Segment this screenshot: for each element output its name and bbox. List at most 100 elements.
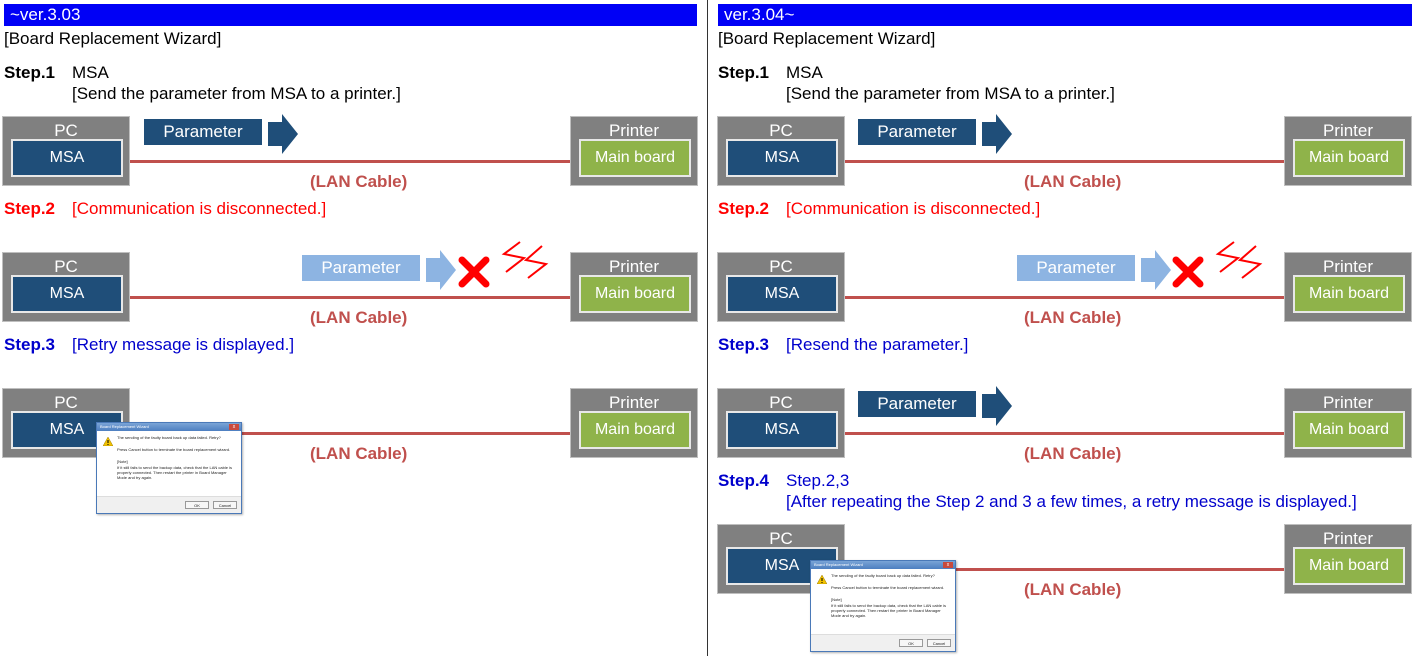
dialog-titlebar: Board Replacement Wizard x [811, 561, 955, 569]
right-row3-pc-box: PC MSA [717, 388, 845, 458]
cancel-button[interactable]: Cancel [213, 501, 237, 509]
pc-header: PC [769, 393, 793, 412]
left-row1-pc-box: PC MSA [2, 116, 130, 186]
right-row1-printer-box: Printer Main board [1284, 116, 1412, 186]
right-row2-parameter: Parameter [1017, 250, 1177, 294]
dialog-title: Board Replacement Wizard [100, 424, 149, 429]
parameter-label: Parameter [1017, 255, 1135, 281]
retry-dialog: Board Replacement Wizard x The sending o… [96, 422, 242, 514]
dialog-note-head: [Note] [831, 597, 842, 602]
right-row2-printer-box: Printer Main board [1284, 252, 1412, 322]
ok-button[interactable]: OK [185, 501, 209, 509]
right-step3-text: [Resend the parameter.] [786, 335, 969, 354]
pc-header: PC [769, 257, 793, 276]
pc-header: PC [54, 393, 78, 412]
main-board-inner: Main board [1293, 275, 1405, 313]
left-row2-cable [130, 296, 570, 299]
dialog-note-head: [Note] [117, 459, 128, 464]
dialog-title: Board Replacement Wizard [814, 562, 863, 567]
dialog-button-bar: OK Cancel [811, 634, 955, 651]
dialog-line1: The sending of the faulty board back up … [831, 573, 935, 578]
right-arrow-icon [426, 250, 456, 290]
left-wizard-title: [Board Replacement Wizard] [4, 29, 222, 48]
printer-header: Printer [1322, 121, 1374, 140]
msa-inner: MSA [11, 275, 123, 313]
parameter-label: Parameter [144, 119, 262, 145]
main-board-inner: Main board [1293, 139, 1405, 177]
right-step3: Step.3 [718, 335, 769, 355]
retry-dialog: Board Replacement Wizard x The sending o… [810, 560, 956, 652]
left-row2-pc-box: PC MSA [2, 252, 130, 322]
printer-header: Printer [608, 393, 660, 412]
left-step1-sub: [Send the parameter from MSA to a printe… [72, 84, 401, 103]
right-row4-printer-box: Printer Main board [1284, 524, 1412, 594]
lightning-icon [1215, 241, 1263, 279]
warning-icon [817, 575, 827, 584]
dialog-line2: Press Cancel button to terminate the boa… [117, 447, 231, 452]
main-board-inner: Main board [579, 139, 691, 177]
right-row2-cable [845, 296, 1285, 299]
msa-inner: MSA [726, 411, 838, 449]
dialog-body: The sending of the faulty board back up … [97, 431, 241, 513]
left-step3-text: [Retry message is displayed.] [72, 335, 295, 354]
main-board-inner: Main board [579, 275, 691, 313]
warning-icon [103, 437, 113, 446]
msa-inner: MSA [726, 275, 838, 313]
right-step3-label: Step.3 [718, 335, 770, 354]
right-step1-label: Step.1 [718, 63, 770, 82]
left-step1-label: Step.1 [4, 63, 56, 82]
left-step3-label: Step.3 [4, 335, 56, 354]
cancel-button[interactable]: Cancel [927, 639, 951, 647]
right-row1-cable-label: (LAN Cable) [1024, 172, 1122, 191]
right-arrow-icon [982, 386, 1012, 426]
right-step1: Step.1 [718, 63, 769, 83]
right-row3-parameter: Parameter [858, 386, 1018, 430]
printer-header: Printer [608, 121, 660, 140]
dialog-close-button[interactable]: x [943, 562, 953, 568]
ok-button[interactable]: OK [899, 639, 923, 647]
left-step3: Step.3 [4, 335, 55, 355]
pc-header: PC [54, 121, 78, 140]
left-row2-parameter: Parameter [302, 250, 462, 294]
left-version-bar: ~ver.3.03 [4, 4, 697, 26]
right-row4-cable-label: (LAN Cable) [1024, 580, 1122, 599]
main-board-inner: Main board [1293, 411, 1405, 449]
parameter-label: Parameter [858, 391, 976, 417]
left-row3-cable [130, 432, 570, 435]
right-version-bar: ver.3.04~ [718, 4, 1412, 26]
right-step4: Step.4 [718, 471, 769, 491]
left-step1-text: MSA [72, 63, 109, 82]
right-step2: Step.2 [718, 199, 769, 219]
left-row1-printer-box: Printer Main board [570, 116, 698, 186]
right-step1-text: MSA [786, 63, 823, 82]
right-step2-label: Step.2 [718, 199, 770, 218]
right-step4-label: Step.4 [718, 471, 770, 490]
lightning-icon [501, 241, 549, 279]
right-step4-text: Step.2,3 [786, 471, 850, 490]
dialog-close-button[interactable]: x [229, 424, 239, 430]
right-row1-parameter: Parameter [858, 114, 1018, 158]
left-step2-text: [Communication is disconnected.] [72, 199, 327, 218]
parameter-label: Parameter [302, 255, 420, 281]
dialog-button-bar: OK Cancel [97, 496, 241, 513]
right-arrow-icon [268, 114, 298, 154]
right-row2-pc-box: PC MSA [717, 252, 845, 322]
msa-inner: MSA [11, 139, 123, 177]
right-wizard-title: [Board Replacement Wizard] [718, 29, 936, 48]
left-step2-label: Step.2 [4, 199, 56, 218]
right-step4-sub: [After repeating the Step 2 and 3 a few … [786, 492, 1357, 511]
printer-header: Printer [1322, 529, 1374, 548]
left-row2-cable-label: (LAN Cable) [310, 308, 408, 327]
printer-header: Printer [1322, 257, 1374, 276]
right-row1-pc-box: PC MSA [717, 116, 845, 186]
panel-divider [707, 0, 708, 656]
right-row1-cable [845, 160, 1285, 163]
pc-header: PC [769, 529, 793, 548]
left-step1: Step.1 [4, 63, 55, 83]
parameter-label: Parameter [858, 119, 976, 145]
right-row2-cable-label: (LAN Cable) [1024, 308, 1122, 327]
right-step2-text: [Communication is disconnected.] [786, 199, 1041, 218]
red-x-icon [1172, 256, 1204, 288]
dialog-note-body: If it still fails to send the backup dat… [831, 603, 946, 618]
right-version-text: ver.3.04~ [724, 5, 795, 24]
